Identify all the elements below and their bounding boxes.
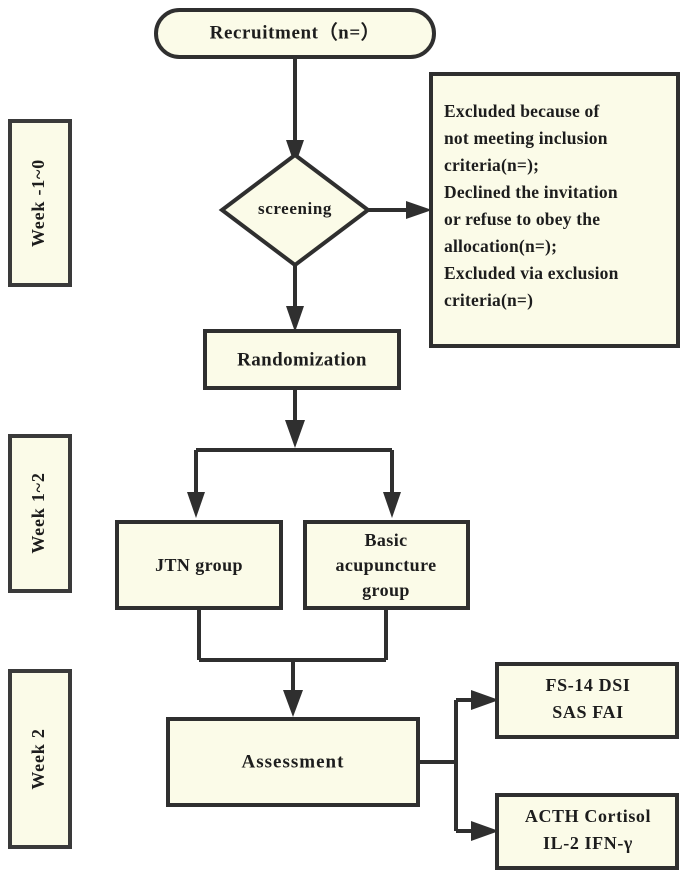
arrow-head-icon xyxy=(283,690,303,717)
edge-screening-to-excluded xyxy=(368,201,432,219)
timeline-label-text-1: Week -1~0 xyxy=(28,159,48,247)
node-basic-acupuncture-group-shape xyxy=(303,520,470,610)
node-outcome-scales-line-2: SAS FAI xyxy=(552,702,623,722)
node-excluded-shape xyxy=(429,72,680,348)
node-outcome-scales[interactable]: FS-14 DSI SAS FAI xyxy=(495,662,679,739)
edge-assessment-to-outcomes xyxy=(418,690,499,841)
node-excluded-line-5: or refuse to obey the xyxy=(444,209,600,229)
arrow-head-icon xyxy=(285,420,305,448)
timeline-label-text-3: Week 2 xyxy=(28,728,48,789)
node-randomization-shape xyxy=(203,329,401,390)
node-jtn-group-label: JTN group xyxy=(155,555,243,575)
node-recruitment-label: Recruitment（n=） xyxy=(210,20,381,43)
timeline-label-week-1-2: Week 1~2 xyxy=(8,434,72,593)
edge-randomization-split xyxy=(187,388,401,518)
arrow-head-icon-upper xyxy=(471,690,499,710)
edge-recruitment-to-screening xyxy=(286,57,304,166)
node-recruitment[interactable]: Recruitment（n=） xyxy=(154,8,436,59)
timeline-box-2 xyxy=(8,434,72,593)
node-screening-label: screening xyxy=(258,199,332,218)
node-recruitment-shape xyxy=(154,8,436,59)
arrow-head-icon-left xyxy=(187,492,205,518)
node-jtn-group-shape xyxy=(115,520,283,610)
node-basic-acupuncture-line-3: group xyxy=(362,580,410,600)
node-excluded-line-6: allocation(n=); xyxy=(444,236,557,256)
arrow-head-icon xyxy=(286,306,304,332)
node-randomization[interactable]: Randomization xyxy=(203,329,401,390)
node-basic-acupuncture-line-2: acupuncture xyxy=(335,555,436,575)
node-outcome-biomarkers[interactable]: ACTH Cortisol IL-2 IFN-γ xyxy=(495,793,679,870)
node-randomization-label: Randomization xyxy=(237,349,367,370)
timeline-label-week-minus1-0: Week -1~0 xyxy=(8,119,72,287)
node-outcome-biomarkers-shape xyxy=(495,793,679,870)
arrow-head-icon xyxy=(406,201,432,219)
node-assessment[interactable]: Assessment xyxy=(166,717,420,807)
node-outcome-scales-shape xyxy=(495,662,679,739)
node-excluded-line-2: not meeting inclusion xyxy=(444,128,608,148)
timeline-box-3 xyxy=(8,669,72,849)
timeline-label-week-2: Week 2 xyxy=(8,669,72,849)
edge-screening-to-randomization xyxy=(286,266,304,332)
timeline-label-text-2: Week 1~2 xyxy=(28,472,48,553)
node-excluded-line-4: Declined the invitation xyxy=(444,182,618,202)
node-basic-acupuncture-group[interactable]: Basic acupuncture group xyxy=(303,520,470,610)
node-excluded-line-8: criteria(n=) xyxy=(444,290,533,310)
node-assessment-shape xyxy=(166,717,420,807)
arrow-head-icon-right xyxy=(383,492,401,518)
node-excluded-line-3: criteria(n=); xyxy=(444,155,539,175)
timeline-box-1 xyxy=(8,119,72,287)
node-outcome-biomarkers-line-1: ACTH Cortisol xyxy=(525,806,651,826)
node-basic-acupuncture-line-1: Basic xyxy=(364,530,407,550)
node-excluded-line-7: Excluded via exclusion xyxy=(444,263,619,283)
node-excluded-line-1: Excluded because of xyxy=(444,101,599,121)
node-excluded[interactable]: Excluded because of not meeting inclusio… xyxy=(429,72,680,348)
arrow-head-icon-lower xyxy=(471,821,499,841)
node-outcome-biomarkers-line-2: IL-2 IFN-γ xyxy=(543,833,633,853)
node-jtn-group[interactable]: JTN group xyxy=(115,520,283,610)
edge-groups-merge-to-assessment xyxy=(197,608,388,717)
node-assessment-label: Assessment xyxy=(242,751,345,772)
node-outcome-scales-line-1: FS-14 DSI xyxy=(546,675,631,695)
node-screening[interactable]: screening xyxy=(218,152,372,268)
node-screening-shape xyxy=(218,152,372,268)
